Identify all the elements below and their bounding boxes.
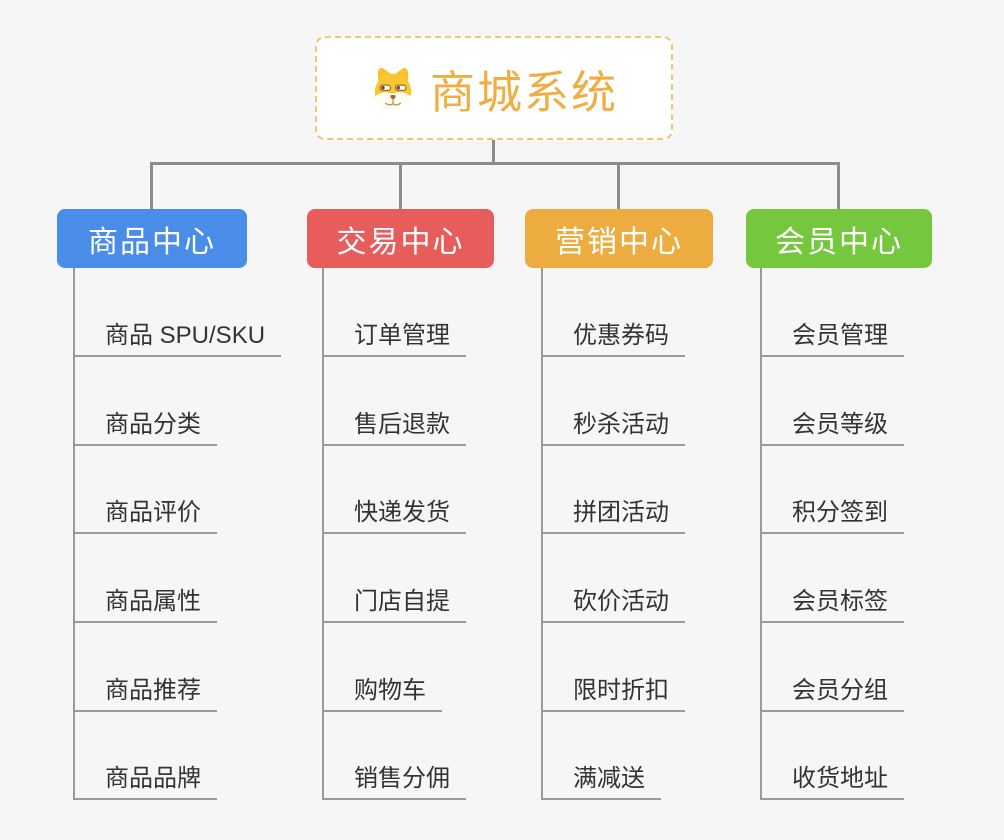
connector-spine-product — [73, 268, 75, 800]
connector-root-drop — [492, 140, 495, 165]
connector-spine-marketing — [541, 268, 543, 800]
leaf-node[interactable]: 商品推荐 — [73, 676, 217, 712]
leaf-node[interactable]: 销售分佣 — [322, 764, 466, 800]
branch-node-member-center[interactable]: 会员中心 — [746, 209, 932, 268]
connector-spine-member — [760, 268, 762, 800]
leaf-node[interactable]: 商品品牌 — [73, 764, 217, 800]
leaf-node[interactable]: 会员管理 — [760, 321, 904, 357]
leaf-node[interactable]: 收货地址 — [760, 764, 904, 800]
leaf-node[interactable]: 售后退款 — [322, 410, 466, 446]
leaf-node[interactable]: 会员分组 — [760, 676, 904, 712]
leaf-node[interactable]: 限时折扣 — [541, 676, 685, 712]
leaf-node[interactable]: 优惠券码 — [541, 321, 685, 357]
root-title: 商城系统 — [429, 66, 618, 118]
leaf-node[interactable]: 积分签到 — [760, 498, 904, 534]
connector-drop-trade — [399, 162, 402, 210]
leaf-node[interactable]: 门店自提 — [322, 587, 466, 623]
leaf-node[interactable]: 秒杀活动 — [541, 410, 685, 446]
leaf-node[interactable]: 购物车 — [322, 676, 442, 712]
connector-drop-marketing — [617, 162, 620, 210]
leaf-node[interactable]: 商品 SPU/SKU — [73, 321, 282, 357]
connector-drop-product — [150, 162, 153, 210]
leaf-node[interactable]: 商品评价 — [73, 498, 217, 534]
leaf-node[interactable]: 快递发货 — [322, 498, 466, 534]
leaf-node[interactable]: 订单管理 — [322, 321, 466, 357]
leaf-node[interactable]: 砍价活动 — [541, 587, 685, 623]
leaf-node[interactable]: 会员等级 — [760, 410, 904, 446]
leaf-node[interactable]: 会员标签 — [760, 587, 904, 623]
branch-node-trade-center[interactable]: 交易中心 — [307, 209, 494, 268]
leaf-node[interactable]: 拼团活动 — [541, 498, 685, 534]
connector-spine-trade — [322, 268, 324, 800]
branch-node-product-center[interactable]: 商品中心 — [57, 209, 247, 268]
doge-icon — [374, 67, 412, 111]
leaf-node[interactable]: 商品属性 — [73, 587, 217, 623]
leaf-node[interactable]: 商品分类 — [73, 410, 217, 446]
root-node[interactable]: 商城系统 — [315, 36, 673, 140]
branch-node-marketing-center[interactable]: 营销中心 — [525, 209, 713, 268]
connector-drop-member — [837, 162, 840, 210]
leaf-node[interactable]: 满减送 — [541, 764, 661, 800]
connector-bus — [150, 162, 840, 165]
